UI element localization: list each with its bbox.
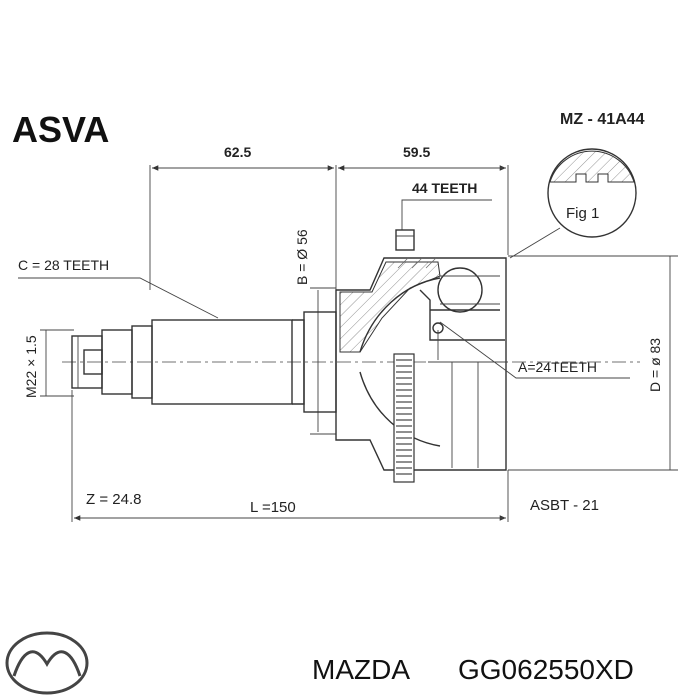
cv-joint-housing bbox=[335, 229, 508, 471]
label-44-teeth: 44 TEETH bbox=[412, 180, 477, 196]
top-dimension-lines bbox=[149, 165, 509, 290]
label-a-teeth: A=24TEETH bbox=[518, 359, 597, 375]
dim-59-5: 59.5 bbox=[403, 144, 430, 160]
footer-manufacturer: MAZDA bbox=[312, 654, 410, 685]
fig-1-label: Fig 1 bbox=[566, 205, 599, 222]
footer-oem-number: GG062550XD bbox=[458, 654, 634, 685]
bottom-dimension-lines bbox=[71, 390, 509, 522]
brand-title: ASVA bbox=[12, 109, 109, 150]
label-thread: M22 × 1.5 bbox=[23, 335, 39, 398]
label-d-diameter: D = ø 83 bbox=[647, 338, 663, 392]
abs-ring bbox=[393, 353, 415, 483]
label-reference: ASBT - 21 bbox=[530, 497, 599, 514]
part-number: MZ - 41A44 bbox=[560, 111, 645, 128]
fig-1-detail: Fig 1 bbox=[509, 148, 637, 259]
dim-62-5: 62.5 bbox=[224, 144, 251, 160]
mazda-logo-icon bbox=[5, 631, 89, 695]
label-c-teeth: C = 28 TEETH bbox=[18, 257, 109, 273]
label-z-value: Z = 24.8 bbox=[86, 491, 141, 508]
label-length-l: L =150 bbox=[250, 499, 296, 516]
label-b-diameter: B = Ø 56 bbox=[294, 229, 310, 285]
